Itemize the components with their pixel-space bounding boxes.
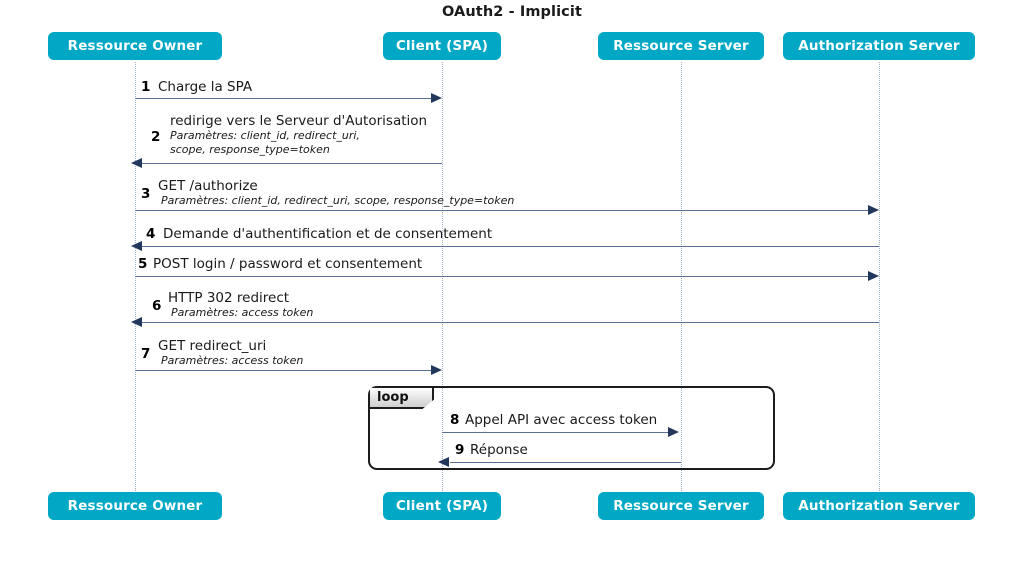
message-2-text: redirige vers le Serveur d'Autorisation xyxy=(170,113,428,129)
message-2-params2: scope, response_type=token xyxy=(170,143,330,156)
message-2-line xyxy=(141,163,442,164)
message-5-text: POST login / password et consentement xyxy=(153,256,423,272)
message-2[interactable]: 2 redirige vers le Serveur d'Autorisatio… xyxy=(141,113,427,157)
message-9-number: 9 xyxy=(455,442,465,458)
message-3-params: Paramètres: client_id, redirect_uri, sco… xyxy=(161,194,515,207)
message-9-arrowhead xyxy=(438,457,449,467)
message-4[interactable]: 4 Demande d'authentification et de conse… xyxy=(146,226,492,242)
message-6[interactable]: 6 HTTP 302 redirect Paramètres: access t… xyxy=(146,290,313,320)
message-7-number: 7 xyxy=(141,346,151,362)
message-1-arrowhead xyxy=(431,93,442,103)
message-5-number: 5 xyxy=(138,256,148,272)
message-9-line xyxy=(450,462,681,463)
message-9[interactable]: 9 Réponse xyxy=(455,442,528,458)
message-3-text: GET /authorize xyxy=(158,178,258,194)
message-6-line xyxy=(141,322,879,323)
participant-footer-authorization-server[interactable]: Authorization Server xyxy=(783,492,975,520)
message-4-arrowhead xyxy=(131,241,142,251)
participant-footer-ressource-server[interactable]: Ressource Server xyxy=(598,492,764,520)
message-2-arrowhead xyxy=(131,158,142,168)
message-1-number: 1 xyxy=(141,79,151,95)
message-7-params: Paramètres: access token xyxy=(161,354,304,367)
message-8-number: 8 xyxy=(450,412,460,428)
message-4-text: Demande d'authentification et de consent… xyxy=(163,226,493,242)
message-6-arrowhead xyxy=(131,317,142,327)
message-7-line xyxy=(135,370,435,371)
loop-fragment-label: loop xyxy=(370,388,434,409)
message-1-line xyxy=(135,98,435,99)
message-4-number: 4 xyxy=(146,226,156,242)
message-2-params: Paramètres: client_id, redirect_uri, xyxy=(170,129,360,142)
message-2-number: 2 xyxy=(151,129,161,145)
message-3-arrowhead xyxy=(868,205,879,215)
participant-footer-ressource-owner[interactable]: Ressource Owner xyxy=(48,492,222,520)
message-5[interactable]: 5 POST login / password et consentement xyxy=(138,256,422,272)
participant-footer-client-spa[interactable]: Client (SPA) xyxy=(383,492,501,520)
message-7[interactable]: 7 GET redirect_uri Paramètres: access to… xyxy=(141,338,303,368)
message-6-text: HTTP 302 redirect xyxy=(168,290,290,306)
diagram-title: OAuth2 - Implicit xyxy=(442,4,582,20)
participant-header-ressource-owner[interactable]: Ressource Owner xyxy=(48,32,222,60)
message-3[interactable]: 3 GET /authorize Paramètres: client_id, … xyxy=(141,178,514,208)
message-8-line xyxy=(442,432,672,433)
message-1-text: Charge la SPA xyxy=(158,79,253,95)
message-5-line xyxy=(135,276,872,277)
participant-header-ressource-server[interactable]: Ressource Server xyxy=(598,32,764,60)
participant-header-client-spa[interactable]: Client (SPA) xyxy=(383,32,501,60)
lifeline-authorization-server xyxy=(879,62,880,491)
message-8[interactable]: 8 Appel API avec access token xyxy=(450,412,657,428)
message-3-number: 3 xyxy=(141,186,151,202)
message-8-text: Appel API avec access token xyxy=(465,412,658,428)
message-7-arrowhead xyxy=(431,365,442,375)
message-4-line xyxy=(141,246,879,247)
loop-fragment xyxy=(368,386,775,470)
message-7-text: GET redirect_uri xyxy=(158,338,267,354)
participant-header-authorization-server[interactable]: Authorization Server xyxy=(783,32,975,60)
message-6-number: 6 xyxy=(152,298,162,314)
message-3-line xyxy=(135,210,872,211)
message-5-arrowhead xyxy=(868,271,879,281)
message-6-params: Paramètres: access token xyxy=(171,306,314,319)
message-9-text: Réponse xyxy=(470,442,528,458)
message-8-arrowhead xyxy=(668,427,679,437)
message-1[interactable]: 1 Charge la SPA xyxy=(141,79,252,95)
